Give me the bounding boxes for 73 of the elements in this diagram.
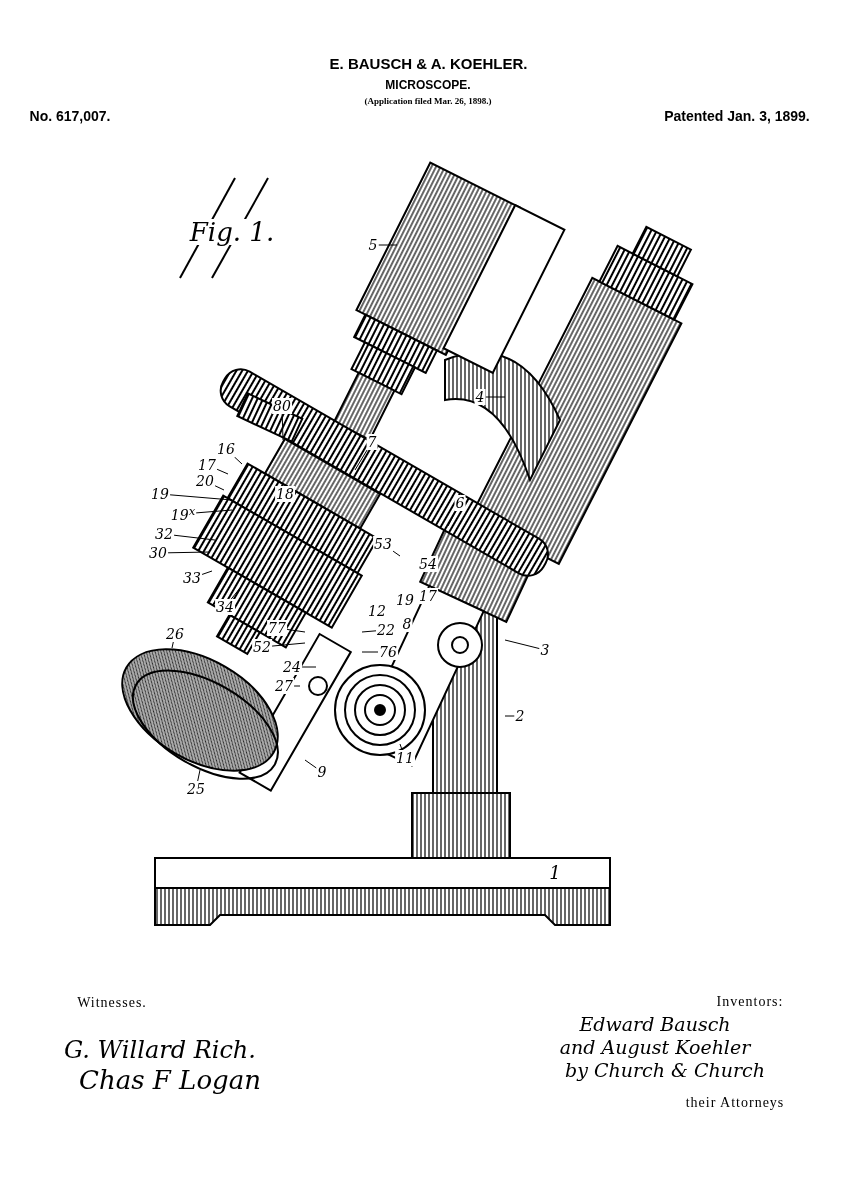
leader-line bbox=[281, 413, 284, 441]
callout-number: 2 bbox=[514, 708, 526, 724]
leader-line bbox=[214, 485, 225, 491]
leader-line bbox=[173, 534, 216, 541]
leader-line bbox=[447, 510, 457, 527]
callout-number: 25 bbox=[186, 781, 206, 797]
leader-line bbox=[361, 630, 377, 633]
patent-date: Patented Jan. 3, 1899. bbox=[664, 109, 810, 123]
callout-number: 27 bbox=[274, 678, 294, 694]
callout-number: 8 bbox=[401, 616, 413, 632]
callout-number: 77 bbox=[267, 620, 287, 636]
leader-line bbox=[304, 759, 317, 769]
callout-number: 4 bbox=[474, 389, 486, 405]
leader-line bbox=[504, 639, 540, 650]
patent-number: No. 617,007. bbox=[29, 109, 111, 123]
signature: Chas F Logan bbox=[79, 1067, 261, 1093]
leader-line bbox=[392, 550, 401, 557]
leader-line bbox=[195, 509, 233, 514]
callout-number: 26 bbox=[165, 626, 185, 642]
callout-number: 11 bbox=[395, 750, 415, 766]
leader-line bbox=[354, 449, 368, 471]
callout-number: 16 bbox=[216, 441, 236, 457]
callout-number: 17 bbox=[197, 457, 217, 473]
callout-number: 34 bbox=[215, 599, 235, 615]
callout-number: 24 bbox=[282, 659, 302, 675]
leader-line bbox=[234, 456, 243, 465]
leader-line bbox=[378, 244, 398, 246]
leader-line bbox=[230, 587, 241, 600]
callout-number: 22 bbox=[376, 622, 396, 638]
callout-number: 19 bbox=[150, 486, 170, 502]
callout-number: 33 bbox=[182, 570, 202, 586]
leader-line bbox=[167, 551, 211, 554]
leader-line bbox=[171, 641, 174, 649]
figure-label: Fig. 1. bbox=[189, 219, 275, 245]
leader-line bbox=[361, 651, 379, 653]
callout-number: 5 bbox=[367, 237, 379, 253]
callout-number: 3 bbox=[539, 642, 551, 658]
leader-line bbox=[485, 396, 506, 398]
callout-number: 20 bbox=[195, 473, 215, 489]
signature: and August Koehler bbox=[559, 1037, 751, 1057]
callout-number: 7 bbox=[366, 434, 378, 450]
callout-number: 6 bbox=[454, 495, 466, 511]
leader-line bbox=[169, 494, 233, 501]
callout-number: 54 bbox=[418, 556, 438, 572]
callout-number: 52 bbox=[252, 639, 272, 655]
leader-line bbox=[201, 570, 213, 575]
subtitle: MICROSCOPE. bbox=[385, 79, 471, 91]
leader-line bbox=[399, 743, 403, 751]
leader-line bbox=[216, 468, 229, 475]
filing-note: (Application filed Mar. 26, 1898.) bbox=[364, 96, 492, 106]
callout-number: 76 bbox=[378, 644, 398, 660]
leader-line bbox=[504, 715, 515, 717]
callout-number: 19 bbox=[395, 592, 415, 608]
title: E. BAUSCH & A. KOEHLER. bbox=[328, 56, 529, 71]
callout-number: 9 bbox=[316, 764, 328, 780]
signature: Edward Bausch bbox=[579, 1014, 731, 1034]
callout-number: 30 bbox=[148, 545, 168, 561]
leader-line bbox=[286, 628, 306, 633]
witnesses-heading: Witnesses. bbox=[77, 996, 147, 1010]
callout-number: 53 bbox=[373, 536, 393, 552]
signature: by Church & Church bbox=[565, 1060, 765, 1080]
callout-number: 12 bbox=[367, 603, 387, 619]
leader-line bbox=[293, 685, 301, 687]
callout-number: 80 bbox=[272, 398, 292, 414]
attorneys-note: their Attorneys bbox=[685, 1096, 785, 1110]
callout-number: 17 bbox=[418, 588, 438, 604]
leader-line bbox=[301, 666, 317, 668]
inventors-heading: Inventors: bbox=[716, 995, 784, 1009]
leader-line bbox=[271, 642, 306, 647]
callout-number: 32 bbox=[154, 526, 174, 542]
signature: G. Willard Rich. bbox=[64, 1038, 256, 1062]
callout-number: 18 bbox=[275, 486, 295, 502]
leader-line bbox=[197, 769, 201, 782]
